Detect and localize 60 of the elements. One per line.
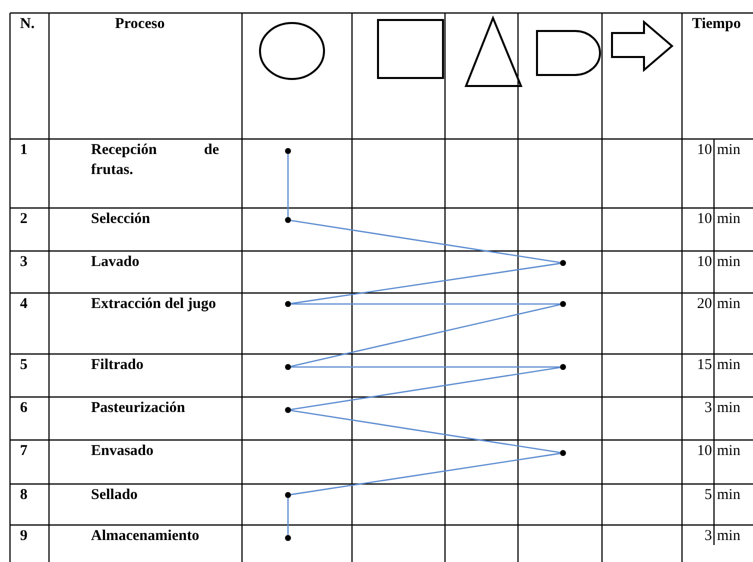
flow-point [560,364,566,370]
duration-value: 10 [696,253,712,272]
time-unit: min [717,356,740,375]
flow-line [290,452,560,496]
duration-value: 5 [704,486,712,505]
flow-point [285,148,291,154]
flow-point [285,407,291,413]
duration-value: 20 [696,295,712,314]
duration-value: 10 [696,210,712,229]
process-step-name: Almacenamiento [91,527,200,546]
column-header: Tiempo [692,15,741,34]
process-step-name: Selección [91,210,152,229]
column-header: Proceso [115,15,165,34]
flow-point [560,450,566,456]
flow-point [285,301,291,307]
process-step-name: Pasteurización [91,399,186,418]
step-number: 8 [20,486,28,505]
flow-line [290,410,560,454]
time-unit: min [717,399,740,418]
process-step-name: Extracción del jugo [91,295,217,314]
process-step-name: Filtrado [91,356,144,375]
time-unit: min [717,253,740,272]
process-step-name: Recepción de frutas. [91,141,219,180]
step-number: 9 [20,527,28,546]
flow-point [285,364,291,370]
flow-line [291,366,560,368]
flow-point [560,301,566,307]
flow-line [291,303,560,305]
step-number: 6 [20,399,28,418]
process-step-name: Envasado [91,442,155,461]
step-number: 7 [20,442,28,461]
process-step-name: Lavado [91,253,140,272]
step-number: 4 [20,295,28,314]
step-number: 3 [20,253,28,272]
step-number: 2 [20,210,28,229]
time-unit: min [717,527,740,546]
time-unit: min [717,210,740,229]
flow-line [287,498,289,535]
flow-line [290,304,560,367]
flow-line [290,366,560,410]
time-unit: min [717,141,740,160]
duration-value: 3 [704,527,712,546]
step-number: 1 [20,141,28,160]
duration-value: 10 [696,442,712,461]
flow-point [285,535,291,541]
duration-value: 3 [704,399,712,418]
step-number: 5 [20,356,28,375]
time-unit: min [717,442,740,461]
flow-point [560,260,566,266]
flow-line [290,220,560,264]
flow-line [287,154,289,217]
column-header: N. [20,15,35,34]
flow-point [285,492,291,498]
process-step-name: Sellado [91,486,139,505]
flow-line [290,262,560,304]
time-unit: min [717,486,740,505]
duration-value: 15 [696,356,712,375]
flow-point [285,217,291,223]
time-unit: min [717,295,740,314]
duration-value: 10 [696,141,712,160]
